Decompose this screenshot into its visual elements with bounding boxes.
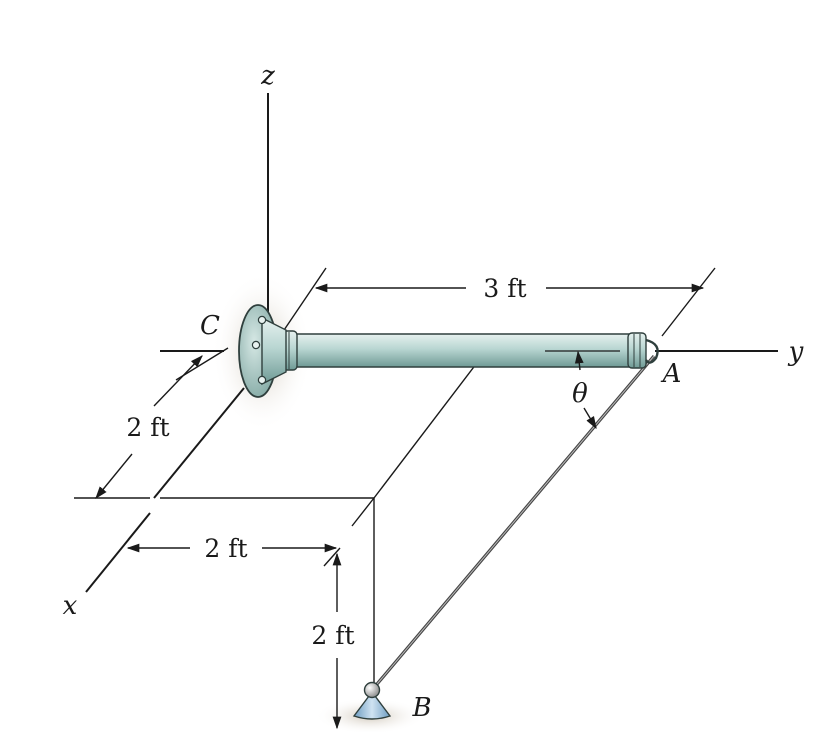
construction-line-proj <box>351 497 375 527</box>
dim-2ft-z-ext <box>323 547 341 567</box>
flange-bolt-mid <box>251 340 261 350</box>
support-ball-b <box>363 681 381 699</box>
dim-2ft-x-lower <box>95 453 133 499</box>
ext-line-c <box>279 267 327 337</box>
flange-bolt-bottom <box>257 375 267 385</box>
dim-2ft-x-upper <box>153 355 203 407</box>
rod-collar-a <box>627 332 647 369</box>
x-axis-line <box>153 387 245 499</box>
dim-3ft-label: 3 ft <box>483 274 526 303</box>
point-a-label: A <box>661 359 682 389</box>
x-axis-line-lower <box>85 512 151 593</box>
dim-2ft-y-label: 2 ft <box>204 534 247 563</box>
angle-theta-label: θ <box>572 379 588 409</box>
dim-2ft-z-label: 2 ft <box>311 621 354 650</box>
axis-y-label: y <box>788 337 804 367</box>
flange-bolt-top <box>257 315 267 325</box>
theta-arrow-down <box>583 407 597 430</box>
construction-line-diag <box>373 350 487 499</box>
theta-arrow-up <box>574 350 584 371</box>
ext-line-a <box>661 267 716 337</box>
axis-z-label: z <box>260 61 275 91</box>
rod-eye-a <box>645 338 659 364</box>
point-b-label: B <box>411 693 431 723</box>
cable-ab-highlight <box>371 355 655 691</box>
point-c-label: C <box>200 311 220 341</box>
axis-x-label: x <box>63 591 78 621</box>
dim-2ft-x-label: 2 ft <box>126 413 169 442</box>
flange-hub <box>261 316 287 386</box>
support-cone-b <box>352 690 392 720</box>
